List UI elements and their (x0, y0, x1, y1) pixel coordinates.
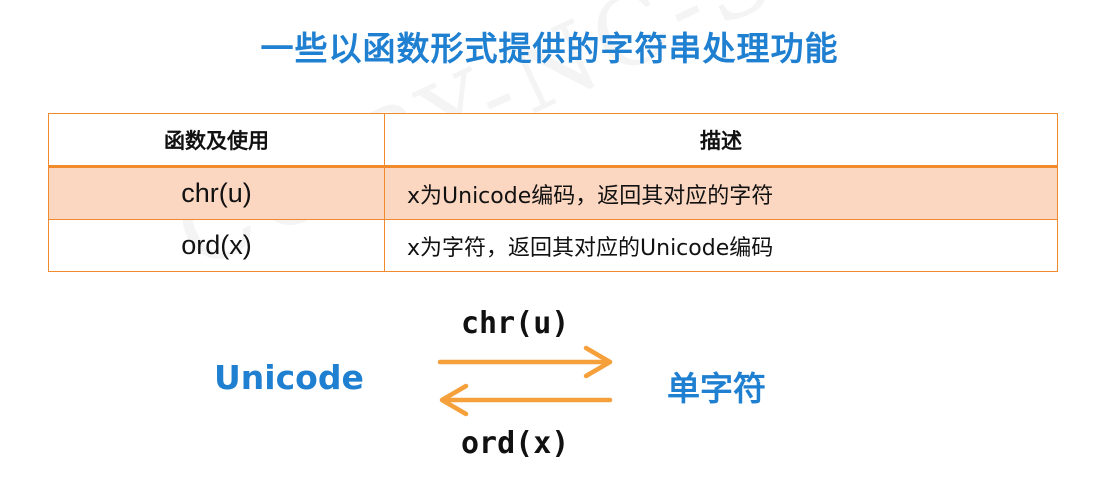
bottom-arrow-label: ord(x) (461, 426, 570, 461)
right-arrow-icon (437, 345, 613, 379)
table-cell-function: chr(u) (48, 166, 385, 220)
table-cell-description: x为Unicode编码，返回其对应的字符 (384, 166, 1058, 220)
table-row: chr(u) x为Unicode编码，返回其对应的字符 (48, 166, 1058, 220)
table-header-function: 函数及使用 (48, 113, 385, 168)
single-char-label: 单字符 (667, 369, 766, 408)
table-cell-description: x为字符，返回其对应的Unicode编码 (384, 219, 1058, 272)
page-title: 一些以函数形式提供的字符串处理功能 (260, 29, 839, 68)
conversion-diagram: chr(u) Unicode 单字符 ord(x) (0, 290, 1099, 480)
table-cell-function: ord(x) (48, 219, 385, 272)
conversion-arrows (437, 345, 613, 417)
table-header-row: 函数及使用 描述 (48, 113, 1058, 168)
function-table: 函数及使用 描述 chr(u) x为Unicode编码，返回其对应的字符 ord… (48, 113, 1058, 272)
left-arrow-icon (439, 383, 613, 417)
table-row: ord(x) x为字符，返回其对应的Unicode编码 (48, 219, 1058, 272)
unicode-label: Unicode (214, 358, 364, 397)
table-header-description: 描述 (384, 113, 1058, 168)
top-arrow-label: chr(u) (461, 306, 570, 341)
